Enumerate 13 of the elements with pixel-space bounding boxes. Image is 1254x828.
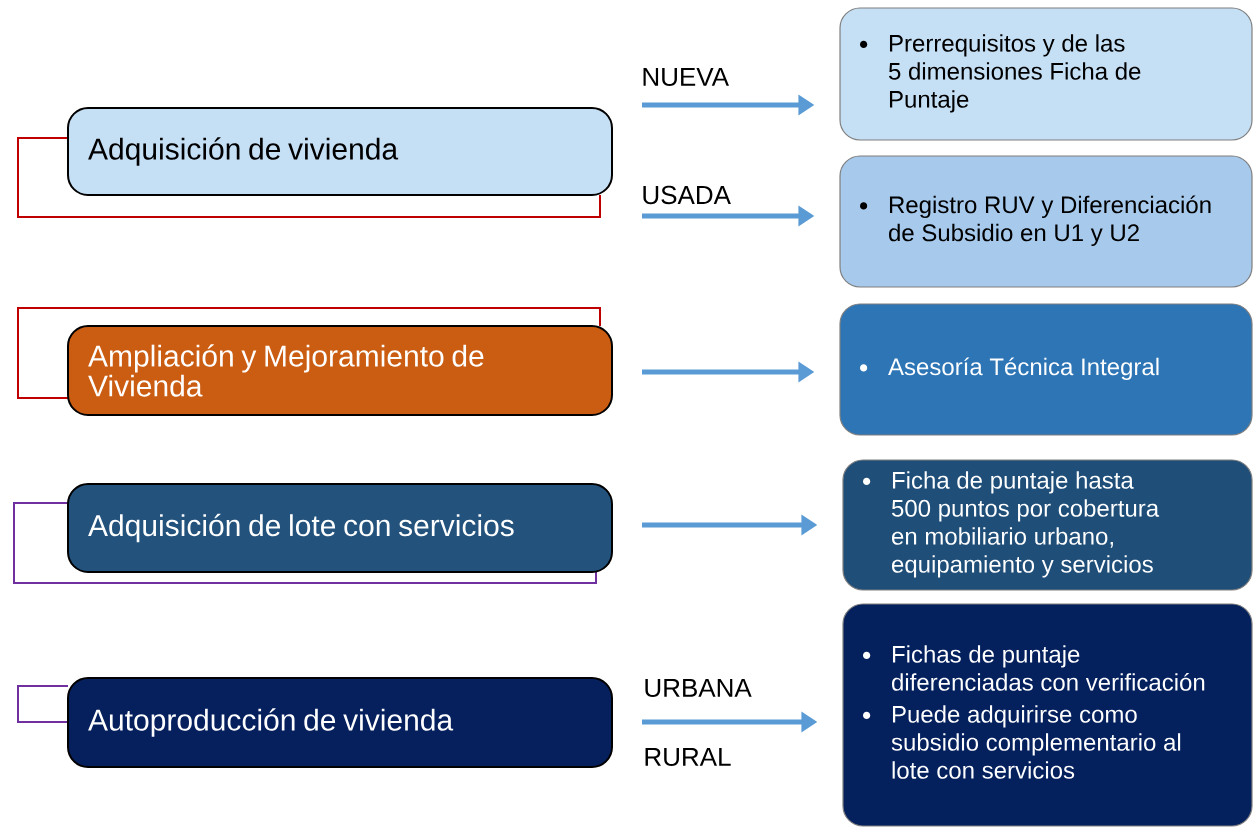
- category-box: Autoproducción de vivienda: [67, 677, 613, 768]
- edge-label: URBANA: [645, 678, 752, 698]
- category-box: Adquisición de lote con servicios: [67, 483, 613, 573]
- detail-box: Asesoría Técnica Integral: [839, 303, 1253, 436]
- detail-box: Registro RUV y Diferenciación de Subsidio en U1 y U2: [839, 155, 1253, 288]
- detail-box: Ficha de puntaje hasta 500 puntos por cobertura en mobiliario urbano, equipamiento y servicios: [842, 459, 1253, 591]
- edge-label: NUEVA: [643, 67, 729, 87]
- category-box: Ampliación y Mejoramiento de Vivienda: [67, 325, 613, 416]
- edge-label: USADA: [643, 185, 731, 205]
- category-box: Adquisición de vivienda: [67, 107, 613, 196]
- detail-box: Prerrequisitos y de las 5 dimensiones Ficha de Puntaje: [839, 7, 1253, 141]
- arrow-label: RURAL: [645, 747, 731, 767]
- detail-box: Fichas de puntaje diferenciadas con verificación Puede adquirirse como subsidio complementario al lote con servicios: [842, 603, 1253, 827]
